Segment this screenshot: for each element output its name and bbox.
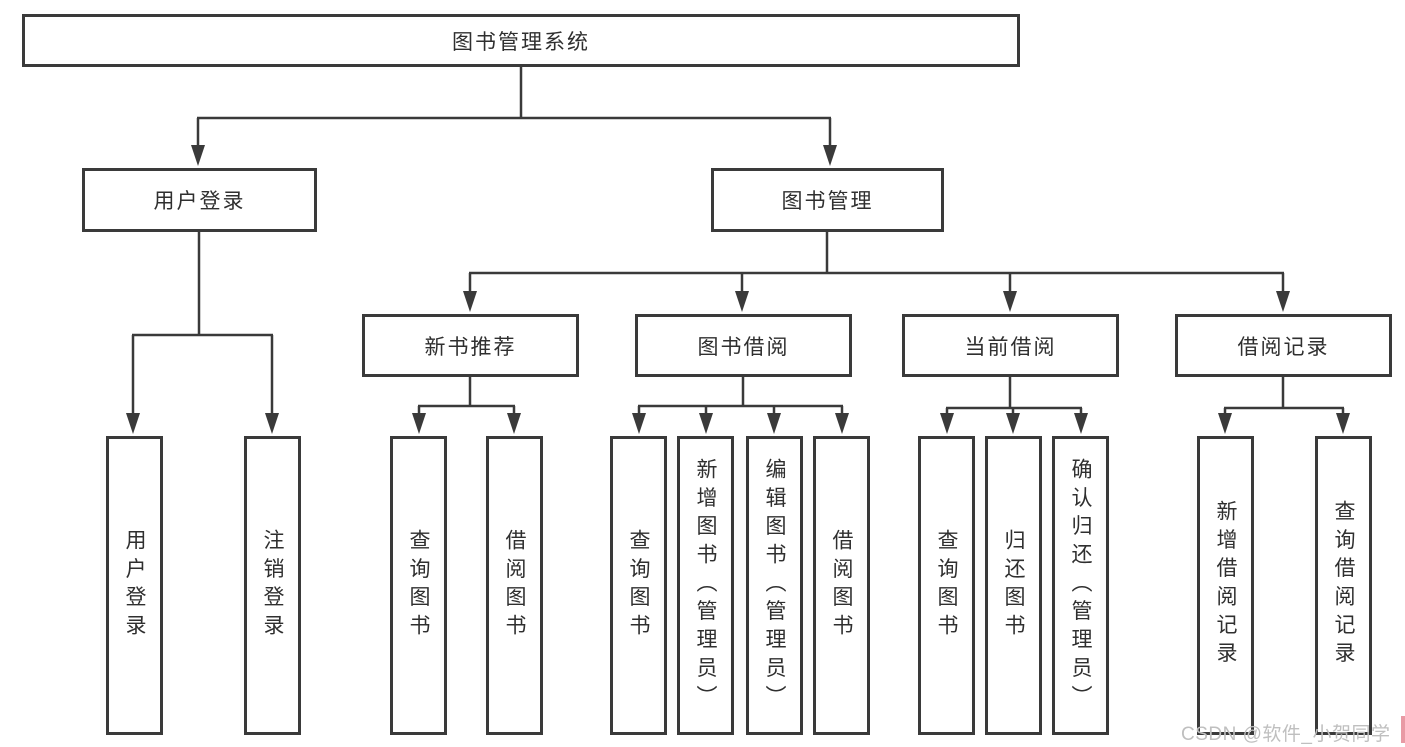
leaf-add-borrow-record: 新增借阅记录	[1197, 436, 1254, 735]
leaf-query-books-current: 查询图书	[918, 436, 975, 735]
node-current-borrowing: 当前借阅	[902, 314, 1119, 377]
leaf-query-borrow-record: 查询借阅记录	[1315, 436, 1372, 735]
node-new-book-recommend: 新书推荐	[362, 314, 579, 377]
node-user-login: 用户登录	[82, 168, 317, 232]
arrowhead-icon	[412, 413, 426, 434]
leaf-label: 查询借阅记录	[1332, 500, 1355, 671]
leaf-borrow-books: 借阅图书	[813, 436, 870, 735]
leaf-label: 新增图书（管理员）	[694, 457, 717, 714]
arrowhead-icon	[735, 291, 749, 312]
arrowhead-icon	[1006, 413, 1020, 434]
leaf-add-books-admin: 新增图书（管理员）	[677, 436, 734, 735]
leaf-logout: 注销登录	[244, 436, 301, 735]
leaf-confirm-return-admin: 确认归还（管理员）	[1052, 436, 1109, 735]
leaf-edit-books-admin: 编辑图书（管理员）	[746, 436, 803, 735]
arrowhead-icon	[265, 413, 279, 434]
node-library-system: 图书管理系统	[22, 14, 1020, 67]
leaf-label: 查询图书	[935, 528, 958, 643]
arrowheads	[126, 145, 1350, 434]
node-book-borrowing: 图书借阅	[635, 314, 852, 377]
connector-path	[131, 67, 1345, 418]
leaf-query-books-borrow: 查询图书	[610, 436, 667, 735]
arrowhead-icon	[699, 413, 713, 434]
leaf-query-books-recommend: 查询图书	[390, 436, 447, 735]
leaf-label: 查询图书	[407, 528, 430, 643]
leaf-borrow-books-recommend: 借阅图书	[486, 436, 543, 735]
leaf-label: 借阅图书	[830, 528, 853, 643]
arrowhead-icon	[191, 145, 205, 166]
leaf-label: 注销登录	[261, 528, 284, 643]
arrowhead-icon	[632, 413, 646, 434]
arrowhead-icon	[1218, 413, 1232, 434]
arrowhead-icon	[1336, 413, 1350, 434]
leaf-return-books: 归还图书	[985, 436, 1042, 735]
leaf-label: 确认归还（管理员）	[1069, 457, 1092, 714]
leaf-label: 借阅图书	[503, 528, 526, 643]
watermark-accent-bar	[1401, 716, 1405, 743]
arrowhead-icon	[767, 413, 781, 434]
leaf-label: 归还图书	[1002, 528, 1025, 643]
leaf-label: 查询图书	[627, 528, 650, 643]
node-borrowing-records: 借阅记录	[1175, 314, 1392, 377]
arrowhead-icon	[1276, 291, 1290, 312]
node-book-management: 图书管理	[711, 168, 944, 232]
arrowhead-icon	[835, 413, 849, 434]
watermark: CSDN @软件_小贺同学	[1181, 724, 1391, 745]
leaf-label: 新增借阅记录	[1214, 500, 1237, 671]
arrowhead-icon	[940, 413, 954, 434]
arrowhead-icon	[507, 413, 521, 434]
leaf-user-login: 用户登录	[106, 436, 163, 735]
arrowhead-icon	[1074, 413, 1088, 434]
leaf-label: 用户登录	[123, 528, 146, 643]
leaf-label: 编辑图书（管理员）	[763, 457, 786, 714]
arrowhead-icon	[1003, 291, 1017, 312]
arrowhead-icon	[126, 413, 140, 434]
arrowhead-icon	[823, 145, 837, 166]
arrowhead-icon	[463, 291, 477, 312]
